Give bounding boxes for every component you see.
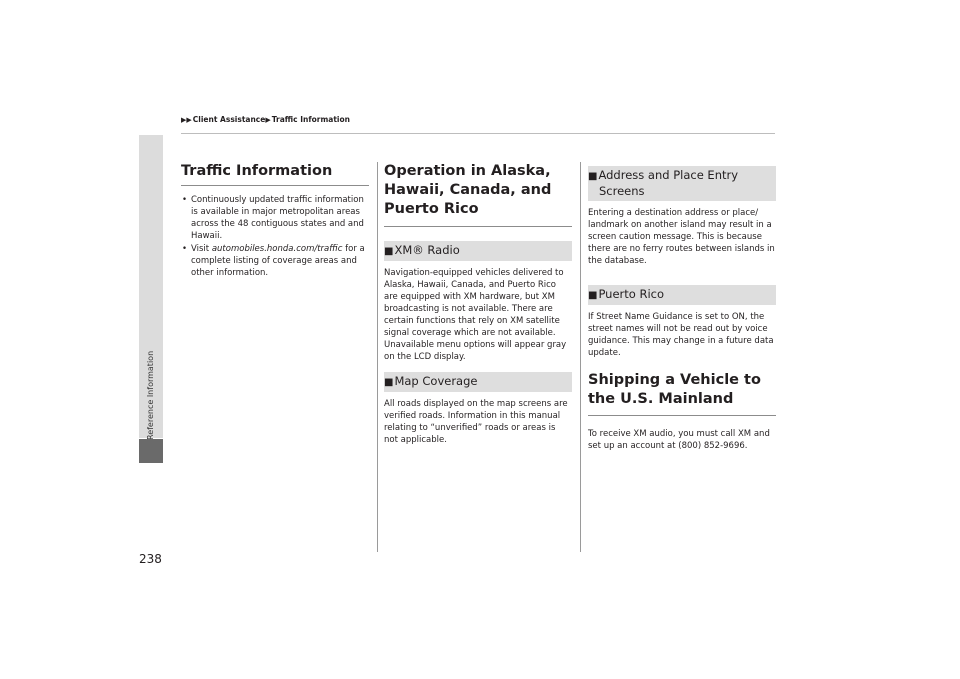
section-title: Traffic Information [181, 162, 369, 186]
square-bullet-icon: ■ [588, 290, 598, 301]
paragraph: To receive XM audio, you must call XM an… [588, 429, 770, 451]
bullet-icon: • [182, 195, 188, 205]
paragraph: All roads displayed on the map screens a… [384, 399, 568, 445]
column-traffic-information: Traffic Information • Continuously updat… [181, 162, 369, 280]
section-title: Shipping a Vehicle to the U.S. Mainland [588, 371, 776, 416]
subheading-text: XM® Radio [394, 243, 460, 257]
subheading-text-continued: Screens [599, 184, 645, 198]
subheading-text: Address and Place Entry [598, 168, 739, 182]
side-tab [139, 135, 163, 438]
subheading-text: Map Coverage [394, 374, 478, 388]
square-bullet-icon: ■ [384, 246, 394, 257]
breadcrumb-item-client-assistance[interactable]: Client Assistance [192, 115, 266, 124]
page-number: 238 [139, 552, 162, 566]
list-item: • Continuously updated traffic informati… [181, 194, 369, 242]
breadcrumb-arrow-icon: ▶▶ [181, 116, 192, 124]
bullet-list: • Continuously updated traffic informati… [181, 194, 369, 279]
column-operation-regions: Operation in Alaska, Hawaii, Canada, and… [384, 162, 572, 446]
subheading-puerto-rico: ■Puerto Rico [588, 285, 776, 305]
side-tab-marker [139, 439, 163, 463]
section-title: Operation in Alaska, Hawaii, Canada, and… [384, 162, 572, 227]
subheading-map-coverage: ■Map Coverage [384, 372, 572, 392]
square-bullet-icon: ■ [588, 171, 598, 182]
list-item-suffix: for a complete listing of coverage areas… [191, 244, 365, 278]
list-item-prefix: Visit [191, 244, 212, 254]
paragraph: Navigation-equipped vehicles delivered t… [384, 268, 567, 362]
column-address-shipping: ■Address and Place Entry Screens Enterin… [588, 162, 776, 452]
subheading-text: Puerto Rico [598, 287, 665, 301]
list-item-text: Continuously updated traffic information… [191, 195, 364, 241]
header-divider [181, 133, 775, 134]
column-divider [580, 162, 581, 552]
square-bullet-icon: ■ [384, 377, 394, 388]
bullet-icon: • [182, 244, 188, 254]
side-tab-label: Reference Information [146, 350, 155, 440]
breadcrumb-arrow-icon: ▶ [265, 116, 271, 124]
paragraph: If Street Name Guidance is set to ON, th… [588, 312, 774, 358]
paragraph: Entering a destination address or place/… [588, 208, 775, 266]
list-item: • Visit automobiles.honda.com/traffic fo… [181, 243, 369, 279]
traffic-website-link[interactable]: automobiles.honda.com/traffic [211, 244, 343, 254]
subheading-address-entry: ■Address and Place Entry Screens [588, 166, 776, 201]
breadcrumb: ▶▶Client Assistance▶Traffic Information [181, 115, 350, 124]
subheading-xm-radio: ■XM® Radio [384, 241, 572, 261]
column-divider [377, 162, 378, 552]
breadcrumb-item-traffic-information: Traffic Information [271, 115, 350, 124]
